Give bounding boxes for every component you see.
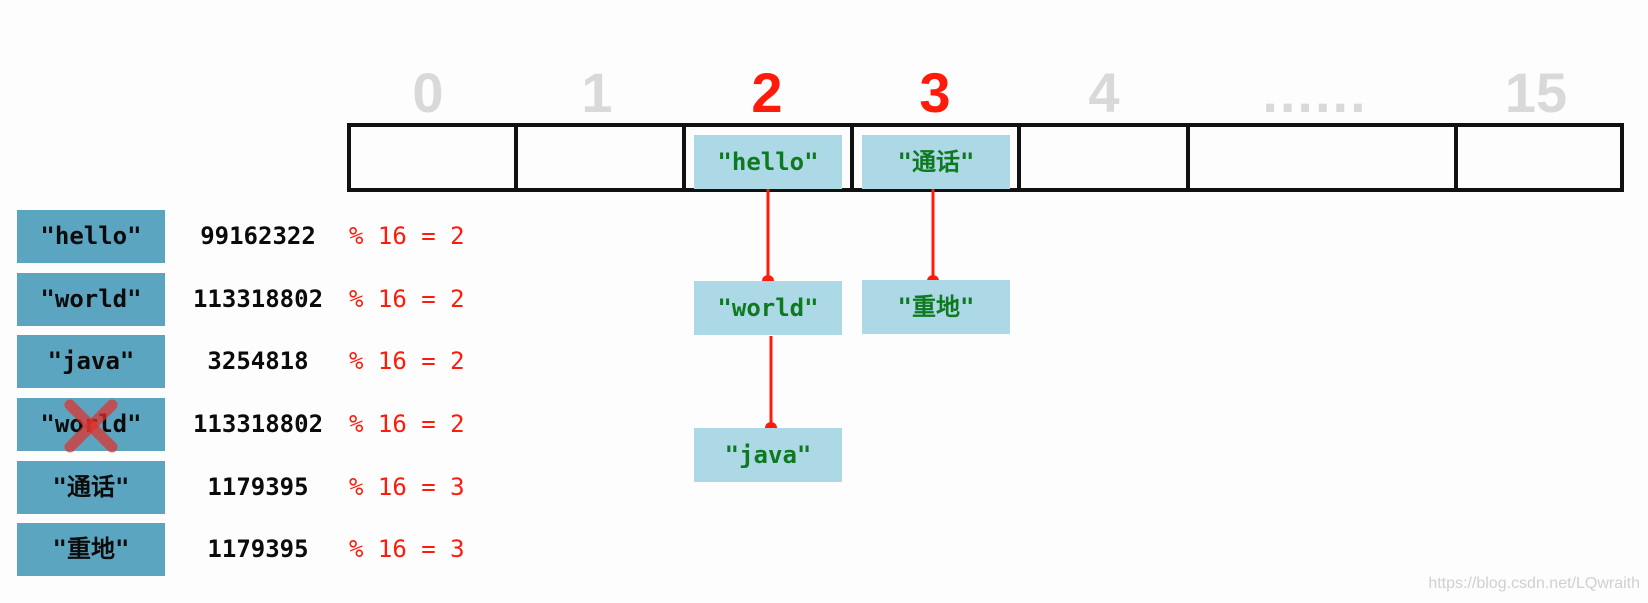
bucket-divider bbox=[1454, 123, 1458, 192]
bucket-index-ellipsis: ...... bbox=[1262, 61, 1368, 124]
bucket-index-4: 4 bbox=[1088, 61, 1120, 124]
bucket-index-0: 0 bbox=[412, 61, 444, 124]
row-hash: 1179395 bbox=[207, 473, 309, 501]
hash-table-array bbox=[347, 123, 1624, 192]
row-key-hello: "hello" bbox=[17, 210, 165, 263]
row-mod: % 16 = 2 bbox=[349, 347, 465, 375]
row-key-tonghua: "通话" bbox=[17, 461, 165, 514]
bucket-3-head-node: "通话" bbox=[862, 135, 1010, 189]
row-hash: 1179395 bbox=[207, 535, 309, 563]
reject-cross-icon bbox=[64, 399, 118, 453]
row-hash: 113318802 bbox=[192, 410, 324, 438]
watermark: https://blog.csdn.net/LQwraith bbox=[1428, 575, 1640, 592]
row-mod: % 16 = 3 bbox=[349, 473, 465, 501]
bucket-divider bbox=[1186, 123, 1190, 192]
row-hash: 99162322 bbox=[200, 222, 316, 250]
bucket-3-chain-node: "重地" bbox=[862, 280, 1010, 334]
row-mod: % 16 = 2 bbox=[349, 285, 465, 313]
bucket-divider bbox=[1017, 123, 1021, 192]
bucket-index-2: 2 bbox=[751, 61, 783, 124]
row-key-world: "world" bbox=[17, 273, 165, 326]
bucket-divider bbox=[682, 123, 686, 192]
row-key-zhongdi: "重地" bbox=[17, 523, 165, 576]
bucket-divider bbox=[850, 123, 854, 192]
row-mod: % 16 = 2 bbox=[349, 410, 465, 438]
row-key-java: "java" bbox=[17, 335, 165, 388]
bucket-2-chain-node-java: "java" bbox=[694, 428, 842, 482]
bucket-index-1: 1 bbox=[581, 61, 613, 124]
row-mod: % 16 = 3 bbox=[349, 535, 465, 563]
row-hash: 3254818 bbox=[207, 347, 309, 375]
row-hash: 113318802 bbox=[192, 285, 324, 313]
bucket-divider bbox=[514, 123, 518, 192]
bucket-index-3: 3 bbox=[919, 61, 951, 124]
bucket-2-chain-node-world: "world" bbox=[694, 281, 842, 335]
bucket-index-15: 15 bbox=[1504, 61, 1568, 124]
bucket-2-head-node: "hello" bbox=[694, 135, 842, 189]
row-mod: % 16 = 2 bbox=[349, 222, 465, 250]
